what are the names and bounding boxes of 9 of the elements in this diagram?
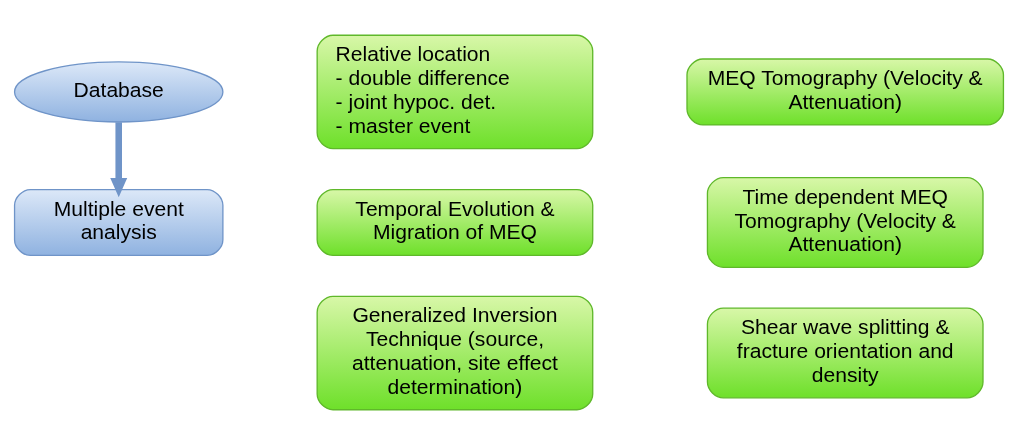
arrow <box>110 122 128 198</box>
node-box: Relative location - double difference - joint hypoc. det. - master event <box>316 34 594 150</box>
node-box: Multiple event analysis <box>13 188 224 257</box>
node-ellipse: Database <box>13 61 224 123</box>
node-box: Time dependent MEQ Tomography (Velocity & Attenuation) <box>706 177 984 268</box>
node-box: Generalized Inversion Technique (source, attenuation, site effect determination) <box>316 295 594 411</box>
node-box: Temporal Evolution & Migration of MEQ <box>316 188 594 257</box>
node-box: MEQ Tomography (Velocity & Attenuation) <box>686 58 1005 126</box>
node-box: Shear wave splitting & fracture orientation and density <box>706 307 984 399</box>
